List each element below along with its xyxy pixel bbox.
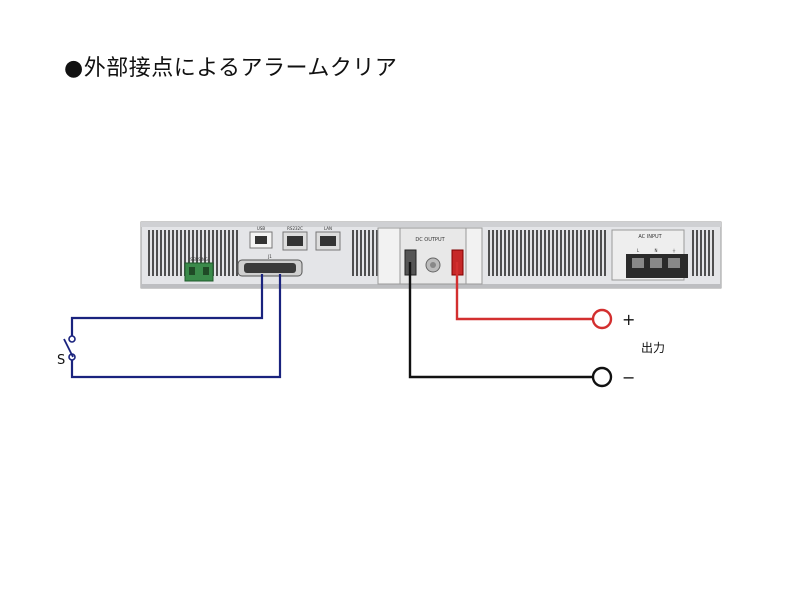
power-supply-rear-panel: USB RS232C LAN J1 SENSING <box>140 221 722 289</box>
dc-output-label: DC OUTPUT <box>415 237 445 243</box>
rs232c-port[interactable]: RS232C <box>282 226 308 251</box>
plus-label: + <box>622 310 635 329</box>
vent-right-2 <box>690 230 716 276</box>
negative-output-wire <box>408 262 592 379</box>
ac-terminal-l: L <box>637 248 640 253</box>
ac-terminal-n: N <box>655 248 658 253</box>
io-connector-label: J1 <box>267 254 272 259</box>
rs232c-label: RS232C <box>287 226 303 231</box>
output-label: 出力 <box>641 341 665 355</box>
ac-input-label: AC INPUT <box>638 234 662 240</box>
minus-label: − <box>622 368 635 387</box>
sensing-terminal[interactable]: SENSING <box>184 257 214 282</box>
usb-port[interactable]: USB <box>249 226 273 249</box>
switch-label: S <box>57 353 65 368</box>
positive-output-wire <box>455 262 592 321</box>
ac-terminal-ground: ⏚ <box>672 247 676 253</box>
sensing-label: SENSING <box>190 257 208 262</box>
lan-label: LAN <box>324 226 332 231</box>
io-connector-j1[interactable]: J1 <box>237 254 303 277</box>
signal-wire-lower <box>70 274 282 379</box>
signal-wire-upper <box>70 274 264 336</box>
page-title: ●外部接点によるアラームクリア <box>64 56 398 81</box>
alarm-clear-wiring <box>70 274 282 379</box>
ac-input-panel: AC INPUT L N ⏚ <box>611 229 688 281</box>
lan-port[interactable]: LAN <box>315 226 341 251</box>
external-contact-switch[interactable]: S <box>57 335 76 368</box>
negative-output-terminal[interactable] <box>591 366 613 388</box>
vent-middle <box>350 230 380 276</box>
vent-right-1 <box>488 230 606 276</box>
usb-label: USB <box>257 226 265 231</box>
positive-output-terminal[interactable] <box>591 308 613 330</box>
dc-output-panel: DC OUTPUT <box>377 227 483 285</box>
